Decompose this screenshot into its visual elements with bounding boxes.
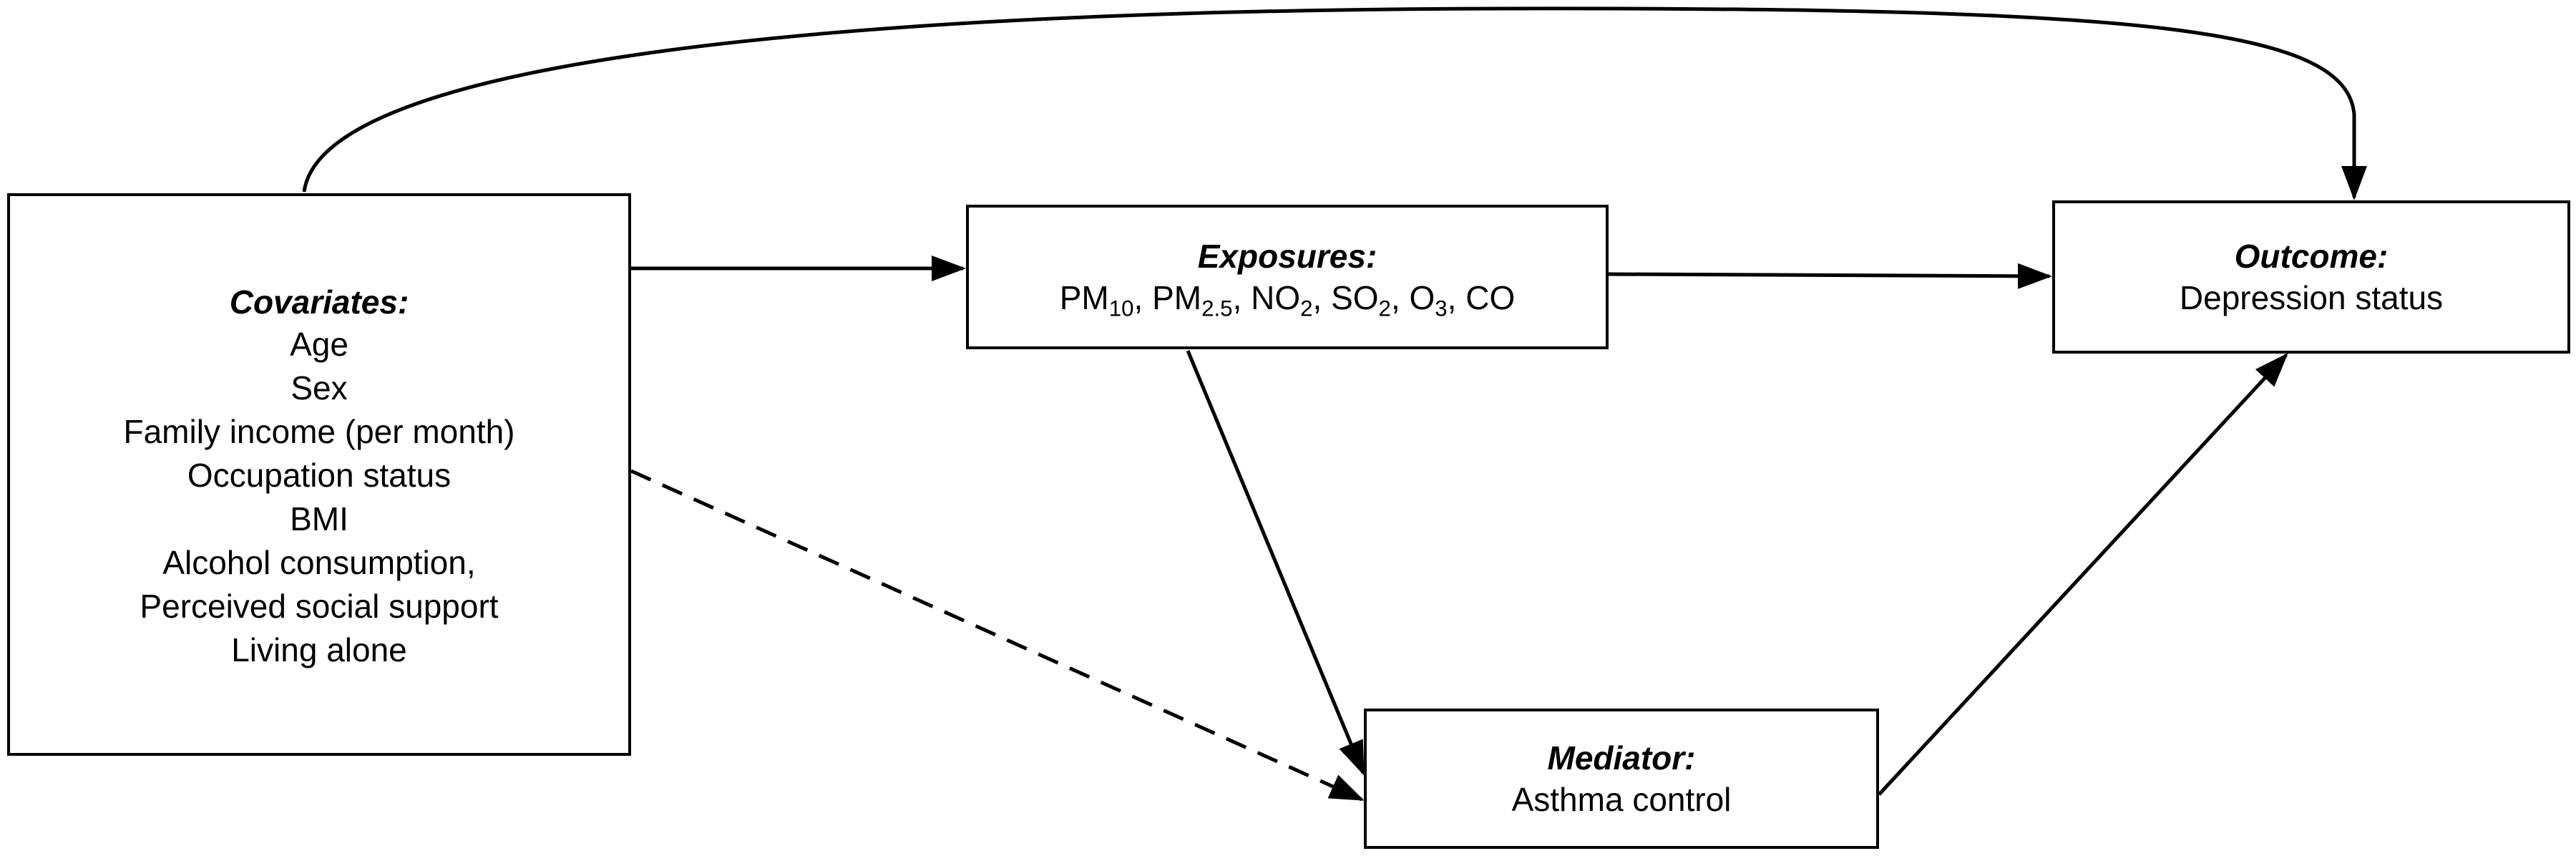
edge-mediator-to-outcome <box>1878 353 2288 796</box>
pollutant-o3: O3 <box>1409 279 1448 321</box>
mediator-box: Mediator: Asthma control <box>1364 709 1879 849</box>
exposures-box: Exposures: PM10, PM2.5, NO2, SO2, O3, CO <box>966 205 1609 349</box>
covariate-item: BMI <box>290 500 348 538</box>
covariate-item: Family income (per month) <box>123 413 515 450</box>
mediator-title: Mediator: <box>1547 739 1696 777</box>
pollutant-pm25: PM2.5 <box>1152 279 1233 321</box>
covariate-item: Occupation status <box>187 457 452 494</box>
exposures-title: Exposures: <box>1197 238 1377 275</box>
covariate-item: Perceived social support <box>140 588 499 625</box>
edge-exposures-to-outcome <box>1608 263 2052 289</box>
exposures-pollutant-list: PM10, PM2.5, NO2, SO2, O3, CO <box>1059 279 1516 321</box>
edge-exposures-to-mediator <box>1186 350 1365 776</box>
covariate-item: Age <box>290 326 348 363</box>
covariate-item: Alcohol consumption, <box>162 544 476 581</box>
covariate-item: Sex <box>291 369 348 407</box>
pollutant-so2: SO2 <box>1331 279 1391 321</box>
outcome-title: Outcome: <box>2234 238 2389 275</box>
pollutant-no2: NO2 <box>1251 279 1313 321</box>
covariates-box: Covariates: Age Sex Family income (per m… <box>7 193 631 756</box>
outcome-text: Depression status <box>2179 279 2444 316</box>
pollutant-pm10: PM10 <box>1059 279 1134 321</box>
edge-covariates-to-outcome <box>302 6 2367 200</box>
mediator-text: Asthma control <box>1511 781 1732 818</box>
outcome-box: Outcome: Depression status <box>2052 200 2570 354</box>
edge-covariates-to-mediator-dashed <box>630 469 1365 802</box>
covariates-title: Covariates: <box>229 283 409 321</box>
covariate-item: Living alone <box>231 631 407 668</box>
covariates-list: Age Sex Family income (per month) Occupa… <box>123 323 514 672</box>
pollutant-co: CO <box>1465 279 1516 316</box>
